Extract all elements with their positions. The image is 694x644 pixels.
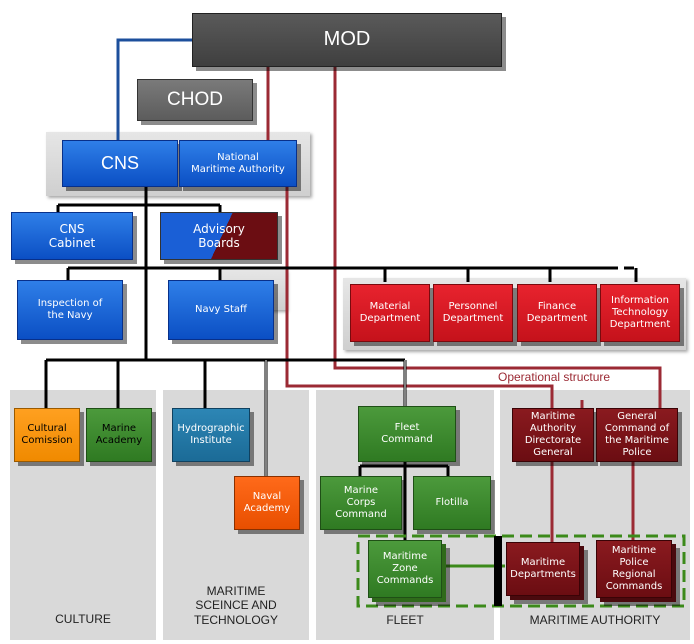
- operational-structure-label: Operational structure: [498, 370, 611, 384]
- fleet-command-box: Fleet Command: [358, 406, 456, 462]
- cns-cabinet-box: CNS Cabinet: [11, 212, 133, 260]
- culture-section-label: CULTURE: [55, 612, 111, 626]
- maritime-authority-directorate-general-box: Maritime Authority Directorate General: [512, 408, 594, 462]
- mod-box: MOD: [192, 13, 502, 67]
- maritime-departments-box: Maritime Departments: [506, 542, 580, 596]
- maritime-zone-commands-box: Maritime Zone Commands: [368, 540, 442, 598]
- science-section-label: MARITIME SCEINCE AND TECHNOLOGY: [193, 584, 278, 627]
- material-department-box: Material Department: [350, 284, 430, 342]
- cns-box: CNS: [62, 140, 178, 187]
- national-maritime-authority-box: National Maritime Authority: [179, 140, 297, 187]
- fleet-section-label: FLEET: [386, 613, 424, 627]
- maritime-police-regional-commands-box: Maritime Police Regional Commands: [596, 540, 672, 598]
- flotilla-box: Flotilla: [413, 476, 491, 530]
- cultural-comission-box: Cultural Comission: [14, 408, 80, 462]
- maritime-authority-section-label: MARITIME AUTHORITY: [529, 613, 661, 627]
- information-technology-department-box: Information Technology Department: [600, 284, 680, 342]
- general-command-maritime-police-box: General Command of the Maritime Police: [596, 408, 678, 462]
- inspection-of-the-navy-box: Inspection of the Navy: [17, 280, 123, 340]
- naval-academy-box: Naval Academy: [234, 476, 300, 530]
- hydrographic-institute-box: Hydrographic Institute: [172, 408, 250, 462]
- chod-box: CHOD: [137, 79, 253, 121]
- marine-corps-command-box: Marine Corps Command: [320, 476, 402, 530]
- finance-department-box: Finance Department: [517, 284, 597, 342]
- navy-staff-box: Navy Staff: [168, 280, 274, 340]
- personnel-department-box: Personnel Department: [433, 284, 513, 342]
- advisory-boards-box: Advisory Boards: [160, 212, 278, 260]
- marine-academy-box: Marine Academy: [86, 408, 152, 462]
